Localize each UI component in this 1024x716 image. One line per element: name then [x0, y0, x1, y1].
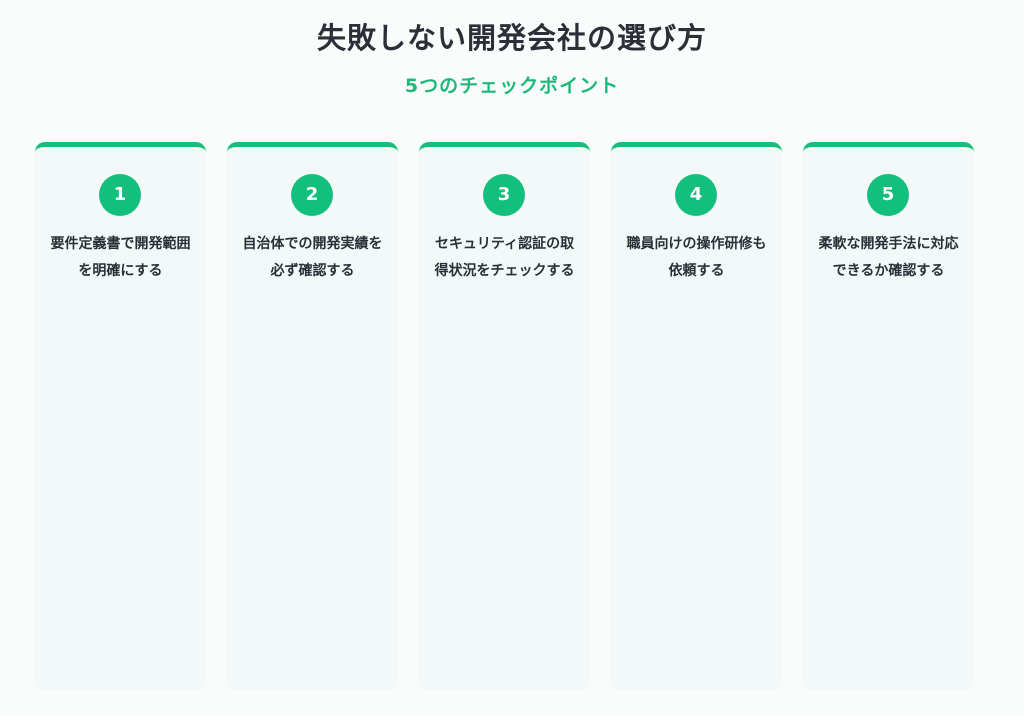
number-badge: 3 [483, 174, 525, 216]
checkpoint-text: 職員向けの操作研修も依頼する [626, 236, 767, 279]
page-subtitle: 5つのチェックポイント [404, 75, 620, 97]
number-badge: 4 [675, 174, 717, 216]
checkpoint-text: 要件定義書で開発範囲を明確にする [50, 236, 191, 279]
checkpoint-cards: 1 要件定義書で開発範囲を明確にする 2 自治体での開発実績を必ず確認する 3 … [35, 142, 975, 690]
number-badge: 2 [291, 174, 333, 216]
checkpoint-card-5: 5 柔軟な開発手法に対応できるか確認する [803, 142, 974, 690]
checkpoint-card-2: 2 自治体での開発実績を必ず確認する [227, 142, 398, 690]
number-badge: 5 [867, 174, 909, 216]
checkpoint-card-4: 4 職員向けの操作研修も依頼する [611, 142, 782, 690]
page-title: 失敗しない開発会社の選び方 [316, 21, 707, 55]
checkpoint-text: 自治体での開発実績を必ず確認する [242, 236, 383, 279]
checkpoint-text: 柔軟な開発手法に対応できるか確認する [818, 236, 959, 279]
checkpoint-card-3: 3 セキュリティ認証の取得状況をチェックする [419, 142, 590, 690]
checkpoint-text: セキュリティ認証の取得状況をチェックする [434, 236, 575, 279]
number-badge: 1 [99, 174, 141, 216]
checkpoint-card-1: 1 要件定義書で開発範囲を明確にする [35, 142, 206, 690]
